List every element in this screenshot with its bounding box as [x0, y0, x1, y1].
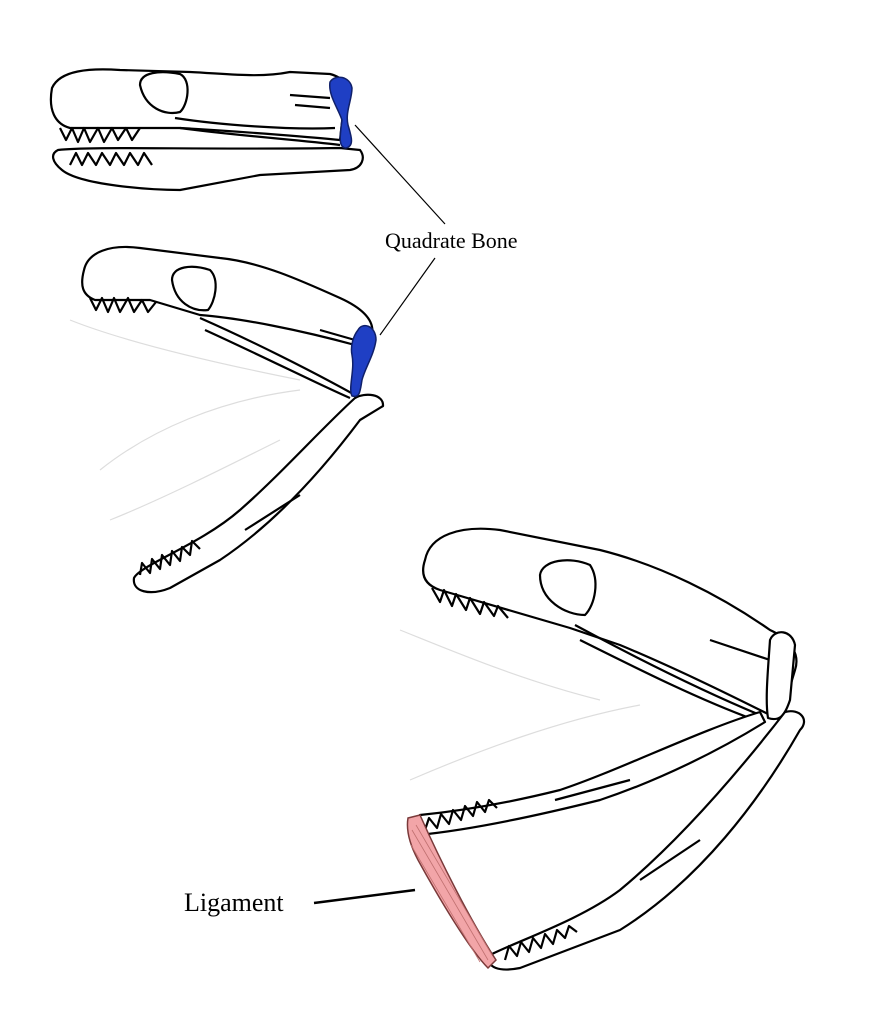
cranium	[422, 527, 798, 722]
quadrate-bone-label: Quadrate Bone	[385, 228, 518, 253]
ghost-jaw-outline	[399, 629, 641, 781]
quadrate-bone	[349, 324, 377, 398]
skull-closed	[49, 68, 364, 192]
quadrate-leader-line-2	[379, 257, 436, 336]
quadrate-open	[765, 631, 797, 721]
skull-fully-open	[399, 527, 806, 971]
tooth-row-lower	[503, 839, 701, 961]
lower-jaw	[132, 393, 385, 594]
quadrate-bone	[329, 76, 353, 149]
quadrate-leader-line-1	[354, 124, 446, 225]
eye-orbit	[138, 71, 189, 115]
tooth-row-upper	[59, 126, 141, 144]
eye-orbit	[538, 559, 597, 617]
tooth-row-lower	[138, 494, 301, 576]
ligament-label: Ligament	[184, 888, 284, 917]
tooth-row-lower	[69, 151, 153, 167]
eye-orbit	[170, 265, 217, 312]
tooth-row-mid	[423, 778, 631, 831]
ligament-leader-line	[313, 888, 416, 905]
pterygoid	[199, 316, 356, 400]
tooth-row-upper	[89, 296, 157, 314]
ligament-fibers	[410, 824, 493, 963]
pterygoid	[574, 624, 771, 722]
skull-partially-open	[69, 245, 385, 594]
cranium	[81, 245, 374, 347]
ghost-jaw-outline	[69, 319, 301, 521]
tooth-row-upper	[431, 587, 509, 619]
ligament	[406, 814, 497, 970]
pterygoid	[174, 93, 341, 147]
lower-jaw	[487, 710, 806, 971]
lower-jaw	[52, 146, 364, 192]
